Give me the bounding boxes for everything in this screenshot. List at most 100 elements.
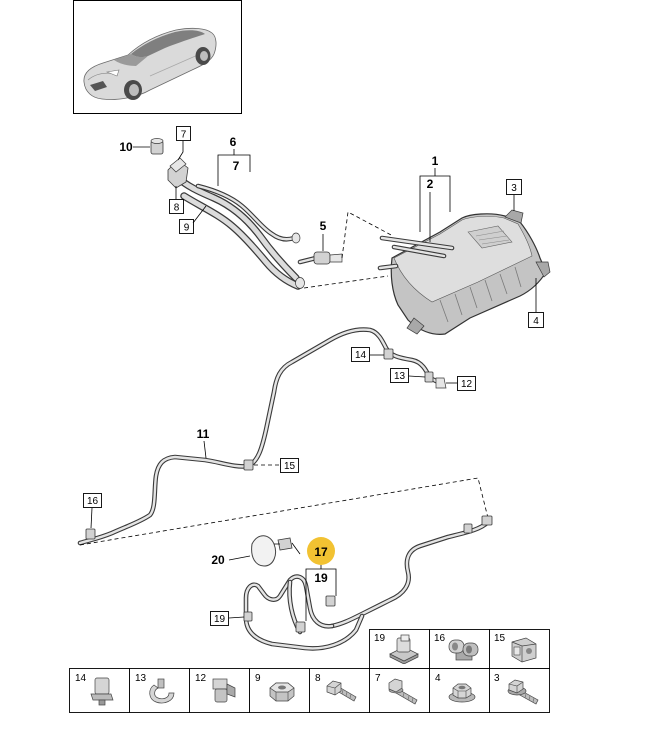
callout-box-frame — [528, 312, 544, 328]
callout-box-4: 4 — [528, 312, 544, 328]
cap-part-10 — [150, 138, 164, 155]
legend-cell-12: 12 — [189, 668, 250, 713]
callout-box-frame — [83, 493, 102, 508]
callout-box-label: 4 — [533, 316, 539, 327]
legend-cell-4: 4 — [429, 668, 490, 713]
car-headlight — [105, 69, 120, 77]
tank-pad-ridges — [475, 230, 510, 245]
callout-box-frame — [390, 368, 409, 383]
callout-box-label: 7 — [181, 130, 187, 141]
clip-icon — [511, 637, 537, 663]
tank-mount-tab-bottom — [406, 317, 425, 335]
legend-cell-label: 8 — [315, 673, 321, 684]
legend-cell-15: 15 — [489, 629, 550, 669]
legend-cell-label: 9 — [255, 673, 261, 684]
car-illustration — [83, 27, 217, 100]
connection-dashed-upper — [341, 211, 394, 259]
callout-box-8: 8 — [169, 199, 184, 214]
leader-20 — [228, 555, 251, 561]
callout-box-label: 15 — [284, 461, 296, 472]
highlight-circle — [307, 537, 335, 565]
callout-11: 11 — [197, 427, 210, 441]
callout-box-frame — [210, 611, 229, 626]
small-parts-legend: 19 16 15 14 13 12 — [69, 629, 550, 713]
callout-box-frame — [506, 179, 522, 195]
filler-neck-top — [169, 157, 187, 173]
callout-box-label: 8 — [174, 203, 180, 214]
filler-hose-assembly — [167, 157, 305, 290]
callout-7: 7 — [233, 159, 240, 173]
callout-box-frame — [176, 126, 191, 141]
leader-11 — [203, 440, 207, 459]
callout-box-19: 19 — [210, 611, 229, 626]
callout-17-highlight: 17 — [307, 537, 335, 565]
tank-mount-tab-top — [504, 209, 524, 224]
callout-19: 19 — [314, 571, 328, 585]
callout-box-frame — [457, 376, 476, 391]
clip-part-13-on-line — [424, 371, 434, 383]
callout-17: 17 — [314, 545, 328, 559]
line-11-fill — [78, 328, 442, 545]
lower-loop-outline — [243, 574, 365, 651]
vent-pipe-part-2-fill — [380, 236, 454, 250]
bracket-6 — [217, 149, 251, 186]
callout-box-label: 9 — [184, 223, 190, 234]
callout-box-frame — [179, 219, 194, 234]
clip-part-19-lower — [295, 621, 306, 633]
callout-10: 10 — [119, 140, 133, 154]
callout-box-label: 13 — [394, 371, 406, 382]
legend-cell-label: 7 — [375, 673, 381, 684]
filler-coupling — [295, 277, 305, 289]
legend-cell-7: 7 — [369, 668, 430, 713]
clip-part-19-upper — [325, 595, 336, 607]
callout-box-label: 12 — [461, 379, 473, 390]
tank-part-1 — [377, 209, 551, 335]
leader-13 — [408, 375, 426, 378]
valve-body — [313, 251, 331, 265]
clip-part-15-on-line — [243, 459, 254, 471]
lower-line-fill — [330, 520, 490, 628]
callout-box-frame — [169, 199, 184, 214]
legend-cell-8: 8 — [309, 668, 370, 713]
nut-icon — [269, 682, 295, 702]
clip-part-16-on-line — [85, 528, 96, 540]
callout-box-13: 13 — [390, 368, 409, 383]
callout-box-7: 7 — [176, 126, 191, 141]
legend-cell-label: 3 — [494, 673, 500, 684]
callout-2: 2 — [427, 177, 434, 191]
callout-box-9: 9 — [179, 219, 194, 234]
callout-box-12: 12 — [457, 376, 476, 391]
leader-9 — [192, 205, 207, 224]
valve-part-5 — [297, 251, 343, 265]
legend-cell-label: 12 — [195, 673, 207, 684]
legend-cell-frame — [129, 668, 190, 713]
tank-stub-pipe-fill — [378, 264, 398, 270]
callout-box-label: 19 — [214, 614, 226, 625]
valve-nozzle — [329, 253, 343, 263]
leader-7-boxed — [177, 141, 184, 161]
callout-20: 20 — [211, 553, 225, 567]
callout-box-3: 3 — [506, 179, 522, 195]
callout-box-16: 16 — [83, 493, 102, 508]
line-part-17 — [243, 515, 493, 651]
legend-cell-9: 9 — [249, 668, 310, 713]
legend-cell-label: 19 — [374, 633, 386, 644]
car-windshield — [114, 54, 148, 66]
legend-cell-label: 15 — [494, 633, 506, 644]
hose-20-link — [274, 542, 301, 555]
hose-20-loop — [251, 535, 277, 567]
connection-dashed-lower — [303, 275, 389, 289]
car-front-rim — [129, 84, 139, 96]
clip-part-19-left — [243, 611, 253, 622]
car-side-windows — [131, 30, 205, 58]
legend-cell-14: 14 — [69, 668, 130, 713]
hose-lower-fill — [181, 193, 301, 289]
callout-6: 6 — [230, 135, 237, 149]
vent-pipe-second-fill — [392, 245, 446, 258]
legend-cell-label: 13 — [135, 673, 147, 684]
hose-part-20 — [251, 535, 301, 567]
callouts: 10 7 6 7 8 9 1 2 3 5 — [83, 126, 544, 626]
hose-20-connector — [277, 537, 293, 551]
tank-ribs — [439, 266, 522, 323]
